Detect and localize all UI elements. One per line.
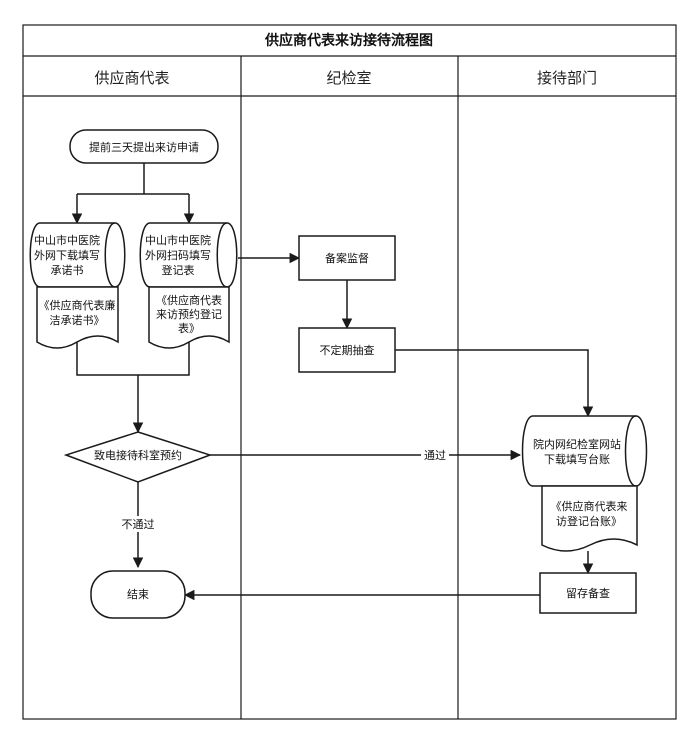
node-keep-record-label: 留存备查	[566, 586, 610, 600]
node-scan-register-line1: 中山市中医院	[145, 233, 211, 247]
diagram-title: 供应商代表来访接待流程图	[264, 32, 433, 49]
node-letter-doc	[36, 286, 119, 349]
node-end-label: 结束	[127, 588, 149, 601]
node-apply-label: 提前三天提出来访申请	[89, 140, 199, 154]
node-download-letter-edge	[104, 222, 116, 288]
edge-merge	[76, 342, 190, 376]
node-intranet-ledger-edge	[624, 415, 637, 487]
node-record-supervise-label: 备案监督	[325, 251, 369, 265]
node-download-letter-line3: 承诺书	[51, 264, 84, 277]
lane-header-supplier: 供应商代表	[94, 69, 169, 87]
node-record-supervise	[298, 235, 396, 281]
node-register-doc-line1: 《供应商代表	[156, 293, 222, 307]
node-keep-record	[539, 572, 637, 614]
node-ledger-doc-line1: 《供应商代表来	[551, 499, 628, 513]
pass-label-bg	[421, 447, 449, 463]
node-intranet-ledger-line2: 下载填写台账	[544, 452, 610, 466]
node-scan-register-line2: 外网扫码填写	[145, 248, 211, 262]
lane-header-reception: 接待部门	[537, 69, 597, 87]
edges	[71, 163, 594, 601]
node-letter-doc-line2: 洁承诺书》	[50, 314, 105, 327]
node-download-letter-line2: 外网下载填写	[34, 248, 100, 262]
node-register-doc-line2: 来访预约登记	[156, 307, 222, 321]
node-intranet-ledger-line1: 院内网纪检室网站	[533, 437, 621, 451]
node-register-doc-line3: 表》	[178, 321, 200, 335]
node-register-doc	[148, 286, 230, 349]
edge-label-fail: 不通过	[122, 518, 155, 531]
node-spot-check	[298, 327, 396, 373]
node-apply	[69, 129, 219, 164]
lane-header-discipline: 纪检室	[326, 69, 371, 87]
edge-check-ledger	[395, 349, 594, 418]
node-scan-register-line3: 登记表	[162, 263, 195, 277]
edge-label-pass: 通过	[424, 449, 446, 462]
node-download-letter-line1: 中山市中医院	[34, 233, 100, 247]
diagram-frame	[22, 24, 677, 720]
fail-label-bg	[116, 516, 160, 532]
node-call-reserve-label: 致电接待科室预约	[94, 448, 182, 462]
node-call-reserve	[63, 431, 213, 483]
node-ledger-doc	[541, 485, 638, 552]
node-spot-check-label: 不定期抽查	[320, 343, 375, 357]
node-ledger-doc-line2: 访登记台账》	[556, 514, 622, 528]
node-end	[90, 570, 186, 619]
node-letter-doc-line1: 《供应商代表廉	[39, 298, 116, 312]
node-scan-register-edge	[216, 222, 228, 288]
